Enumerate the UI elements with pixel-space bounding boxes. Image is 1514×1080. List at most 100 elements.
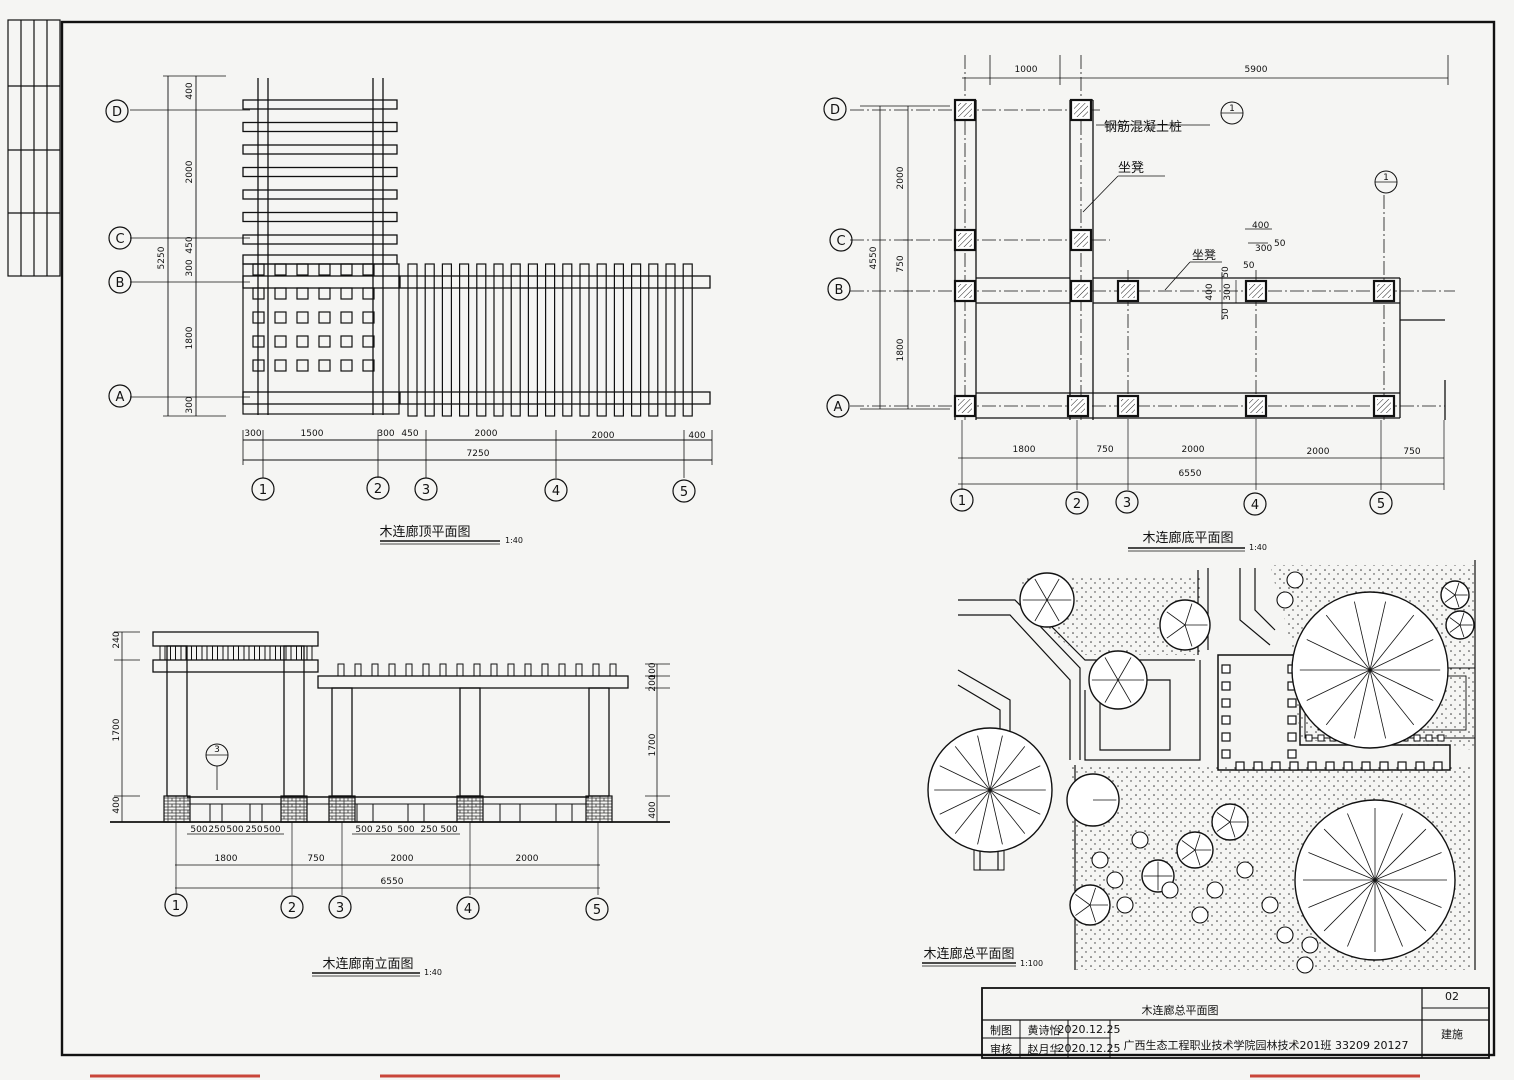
corridor-notch [1287, 698, 1297, 708]
elevation-rafter [439, 663, 447, 677]
roof-grid-cell [296, 335, 309, 348]
shrub [1236, 861, 1254, 879]
title-block-role-2: 审核 [990, 1042, 1012, 1056]
roof-grid-cell [362, 335, 375, 348]
roof-grid-cell [274, 335, 287, 348]
shrub [1191, 906, 1209, 924]
roof-grid-cell [252, 311, 265, 324]
detail-dim-300b: 300 [1223, 283, 1233, 300]
elevation-rafter [222, 645, 229, 661]
tree-branch [1454, 582, 1460, 596]
site-plan-scale: 1:100 [1020, 959, 1043, 968]
elevation-rafter [212, 645, 218, 661]
tree-branch [1046, 578, 1060, 601]
base-axis-d: D [830, 103, 840, 118]
axis-label-1: 1 [259, 483, 267, 498]
axis-label-2: 2 [374, 482, 382, 497]
site-plan-title-text: 木连廊总平面图 [923, 946, 1014, 962]
title-block-school: 广西生态工程职业技术学院园林技术201班 33209 20127 [1124, 1038, 1409, 1052]
axis-label-3: 3 [422, 483, 430, 498]
elevation-rafter [422, 663, 430, 677]
corridor-notch [1287, 715, 1297, 725]
elev-bench-dim-4: 250 [245, 825, 262, 835]
tree-branch [1046, 599, 1060, 622]
roof-slat [242, 234, 398, 245]
elevation-rafter [243, 645, 250, 661]
tree-branch [1089, 887, 1096, 906]
tree-branch [1325, 669, 1371, 726]
title-block-name-1: 黄诗怡 [1028, 1023, 1061, 1037]
shrub [1276, 926, 1294, 944]
corridor-notch [1221, 749, 1231, 759]
roof-slat [242, 189, 398, 200]
shrub [1091, 851, 1109, 869]
tree-branch [1369, 601, 1387, 671]
roof-rafter [596, 263, 607, 417]
roof-grid-cell [274, 287, 287, 300]
roof-grid-cell [318, 287, 331, 300]
tree-branch [1117, 679, 1132, 703]
base-plan-title-text: 木连廊底平面图 [1142, 530, 1233, 546]
corridor-notch [1221, 664, 1231, 674]
roof-slat [242, 144, 398, 155]
elev-detail-mark: 3 [214, 745, 220, 755]
elev-hdim-1800: 1800 [215, 854, 238, 864]
tree-branch [989, 765, 1041, 791]
roof-grid-cell [340, 311, 353, 324]
elevation-scale: 1:40 [424, 968, 442, 977]
roof-rafter [441, 263, 452, 417]
tree-branch [1374, 879, 1427, 932]
elevation-title-text: 木连廊南立面图 [322, 956, 413, 972]
tree-branch [1166, 624, 1186, 639]
pile-hatch [1377, 284, 1391, 298]
roof-grid-cell [318, 335, 331, 348]
roof-rafter [527, 263, 539, 417]
tree-branch [1194, 849, 1201, 866]
base-hdim-750b: 750 [1403, 447, 1420, 457]
corridor-notch [1253, 761, 1263, 771]
elevation-rafter [233, 645, 239, 661]
shrub [1261, 896, 1279, 914]
detail-dim-50a: 50 [1274, 239, 1286, 249]
tree-branch [989, 789, 1003, 845]
elevation-rafter [306, 645, 313, 661]
elevation-rafter [371, 663, 379, 677]
site-plan-trees [927, 571, 1475, 974]
roof-grid-cell [318, 359, 331, 372]
elevation-rafter [388, 663, 396, 677]
roof-dim-total-vertical: 5250 [157, 246, 167, 269]
roof-rafter [613, 263, 625, 417]
tree-branch [1374, 828, 1427, 881]
tree-branch [1374, 813, 1403, 881]
elev-dim-1700-right: 1700 [648, 733, 658, 756]
elevation-rafter [592, 663, 600, 677]
elevation-rafter [456, 663, 464, 677]
elevation-rafter [575, 663, 583, 677]
roof-plan [130, 75, 713, 478]
elevation-title: 木连廊南立面图 1:40 [312, 956, 442, 977]
roof-rafter [424, 263, 435, 417]
label-pile: 钢筋混凝土桩 [1104, 119, 1182, 135]
detail-dim-400b: 400 [1205, 283, 1215, 300]
tree-branch [1459, 612, 1465, 626]
tree-branch [1216, 821, 1231, 832]
tree-branch [1353, 601, 1371, 671]
tree-branch [1104, 657, 1119, 681]
base-hdim-total: 6550 [1179, 469, 1202, 479]
tree-branch [1369, 669, 1434, 701]
tree-branch [1374, 852, 1442, 881]
roof-hdim-1500: 1500 [301, 429, 324, 439]
tree-branch [939, 765, 991, 791]
roof-slat [242, 99, 398, 110]
base-hdim-750a: 750 [1096, 445, 1113, 455]
axis-label-5: 5 [680, 485, 688, 500]
corridor-notch [1221, 732, 1231, 742]
elev-dim-400-left: 400 [112, 796, 122, 813]
tree-branch [1075, 894, 1091, 906]
corridor-notch [1425, 734, 1433, 742]
elevation-plinths [163, 795, 613, 823]
roof-dim-300a: 300 [185, 259, 195, 276]
roof-dim-450: 450 [185, 236, 195, 253]
roof-dim-1800: 1800 [185, 326, 195, 349]
